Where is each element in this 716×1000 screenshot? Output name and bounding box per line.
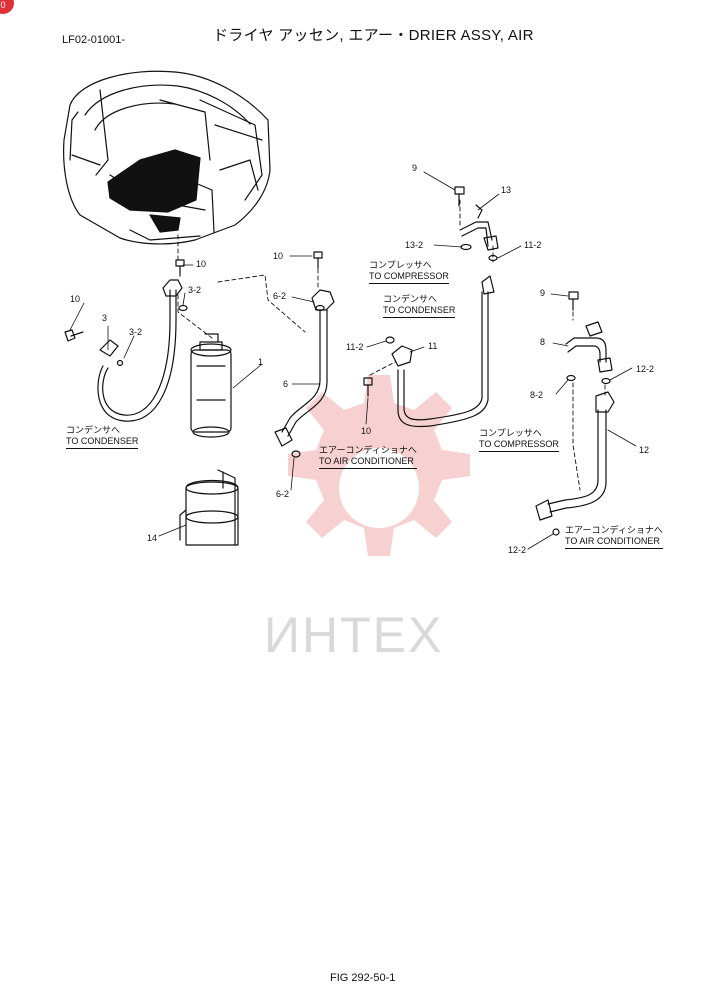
label-part-6-2-a: 6-2 [273, 291, 287, 301]
part-11-2-oring-top [488, 254, 498, 262]
label-part-3-2-a: 3-2 [188, 285, 202, 295]
part-9-bolt-right [568, 291, 579, 311]
label-part-10-d: 10 [361, 426, 372, 436]
label-part-6: 6 [283, 379, 289, 389]
part-11-2-oring-mid [385, 336, 395, 344]
part-13-2-oring [460, 243, 472, 251]
label-part-11: 11 [428, 341, 438, 351]
label-part-3: 3 [102, 313, 108, 323]
part-6-2-oring-bottom [291, 450, 301, 458]
callout-to-compressor-right: コンプレッサへ TO COMPRESSOR [479, 428, 559, 452]
corner-badge: 0 [0, 0, 14, 14]
callout-to-aircon-right: エアーコンディショナへ TO AIR CONDITIONER [565, 525, 663, 549]
callout-to-compressor-top: コンプレッサへ TO COMPRESSOR [369, 260, 449, 284]
label-part-10-a: 10 [196, 259, 207, 269]
callout-jp: エアーコンディショナへ [565, 525, 663, 535]
callout-en: TO COMPRESSOR [479, 439, 559, 452]
callout-jp: コンデンサへ [383, 294, 438, 304]
part-3-hose [97, 289, 177, 422]
page-title: ドライヤ アッセン, エアー・DRIER ASSY, AIR [213, 27, 534, 44]
callout-en: TO CONDENSER [66, 436, 139, 449]
label-part-11-2-b: 11-2 [346, 342, 364, 352]
part-10-bolt-low [363, 377, 373, 397]
label-part-11-2-a: 11-2 [524, 240, 542, 250]
callout-en: TO AIR CONDITIONER [565, 536, 663, 549]
callout-jp: コンプレッサへ [479, 428, 542, 438]
label-part-9-a: 9 [412, 163, 418, 173]
label-part-12-2-a: 12-2 [636, 364, 655, 374]
label-part-13-2: 13-2 [405, 240, 424, 250]
label-part-3-2-b: 3-2 [129, 327, 143, 337]
label-part-10-b: 10 [70, 294, 81, 304]
part-10-bolt-top [175, 259, 185, 277]
label-part-8: 8 [540, 337, 546, 347]
callout-en: TO CONDENSER [383, 305, 456, 318]
label-part-12-2-b: 12-2 [508, 545, 527, 555]
label-part-8-2: 8-2 [530, 390, 544, 400]
part-9-bolt-top [454, 186, 465, 207]
fitting-top-left [162, 279, 183, 297]
machine-cab-illustration [63, 70, 271, 245]
label-part-12: 12 [639, 445, 650, 455]
label-part-13: 13 [501, 185, 512, 195]
leader-lines [69, 171, 637, 550]
callout-en: TO AIR CONDITIONER [319, 456, 417, 469]
callout-en: TO COMPRESSOR [369, 271, 449, 284]
part-14-bracket [179, 469, 239, 546]
figure-number: FIG 292-50-1 [330, 972, 396, 984]
callout-jp: コンプレッサへ [369, 260, 432, 270]
label-part-6-2-b: 6-2 [276, 489, 290, 499]
part-6-pipe [274, 289, 335, 447]
part-10-bolt-left [64, 329, 84, 342]
part-8-2-oring [566, 374, 576, 382]
label-part-14: 14 [147, 533, 158, 543]
part-12-2-oring-top [601, 377, 611, 385]
part-12-hose [535, 391, 615, 521]
label-part-10-c: 10 [273, 251, 284, 261]
callout-to-condenser-mid: コンデンサへ TO CONDENSER [383, 294, 456, 318]
callout-to-aircon-mid: エアーコンディショナへ TO AIR CONDITIONER [319, 445, 417, 469]
serial-number: LF02-01001- [62, 34, 125, 46]
label-part-1: 1 [258, 357, 264, 367]
part-13-pipe [459, 204, 499, 251]
part-11-pipe [391, 275, 495, 428]
part-6-2-oring-top [315, 304, 325, 312]
part-10-bolt-mid [313, 251, 323, 269]
part-1-receiver-drier [190, 333, 232, 438]
label-part-9-b: 9 [540, 288, 546, 298]
part-8-pipe [565, 321, 613, 373]
part-12-2-oring-bottom [552, 528, 560, 536]
callout-jp: エアーコンディショナへ [319, 445, 417, 455]
watermark-text: ИНТЕХ [264, 607, 443, 663]
callout-to-condenser-left: コンデンサへ TO CONDENSER [66, 425, 139, 449]
callout-jp: コンデンサへ [66, 425, 121, 435]
part-3-2-oring-left [178, 304, 188, 312]
